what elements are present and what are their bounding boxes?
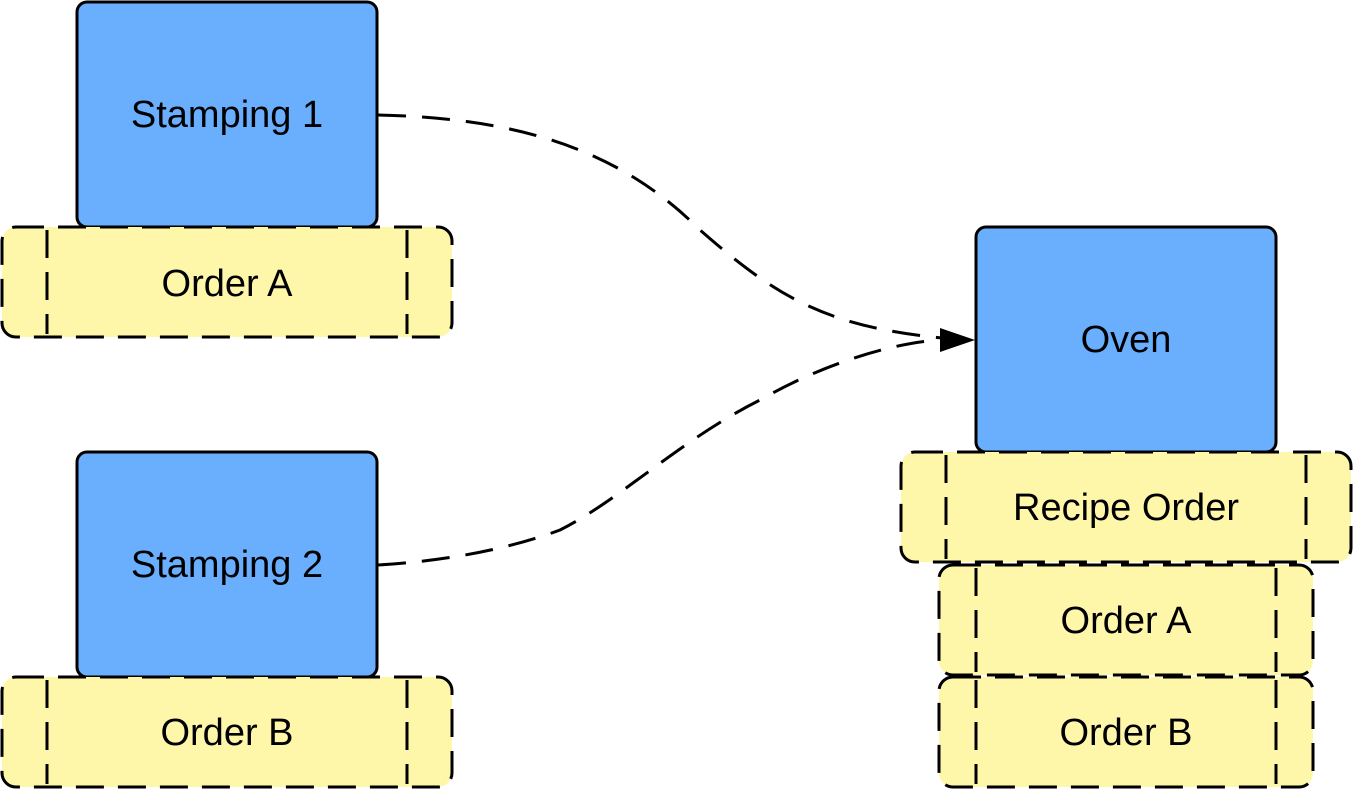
node-stamping-2[interactable]: Stamping 2: [75, 450, 379, 679]
oven-order-a-box: [937, 563, 1315, 677]
oven-order-b-box: [937, 675, 1315, 789]
order-b-box: [0, 675, 454, 789]
oven-order-a-badge: Order A: [937, 563, 1315, 677]
oven-order-a-label: Order A: [1061, 600, 1193, 642]
node-stamping-1[interactable]: Stamping 1: [75, 0, 379, 229]
arrowhead-icon: [940, 328, 975, 352]
oven-label: Oven: [1081, 319, 1172, 361]
edge-stamping2-to-oven: [377, 338, 941, 567]
oven-order-b-label: Order B: [1059, 712, 1192, 754]
order-b-label: Order B: [160, 712, 293, 754]
order-a-box: [0, 225, 454, 339]
recipe-order-label: Recipe Order: [1013, 487, 1239, 529]
order-badge-stamping-2: Order B: [0, 675, 454, 789]
recipe-order-box: [899, 450, 1353, 564]
stamping-2-label: Stamping 2: [131, 544, 323, 586]
order-a-label: Order A: [162, 263, 294, 305]
stamping-1-label: Stamping 1: [131, 94, 323, 136]
oven-order-b-badge: Order B: [937, 675, 1315, 789]
order-badge-stamping-1: Order A: [0, 225, 454, 339]
edge-stamping1-to-oven: [377, 113, 966, 342]
recipe-order-badge: Recipe Order: [899, 450, 1353, 564]
node-oven[interactable]: Oven: [974, 225, 1278, 454]
